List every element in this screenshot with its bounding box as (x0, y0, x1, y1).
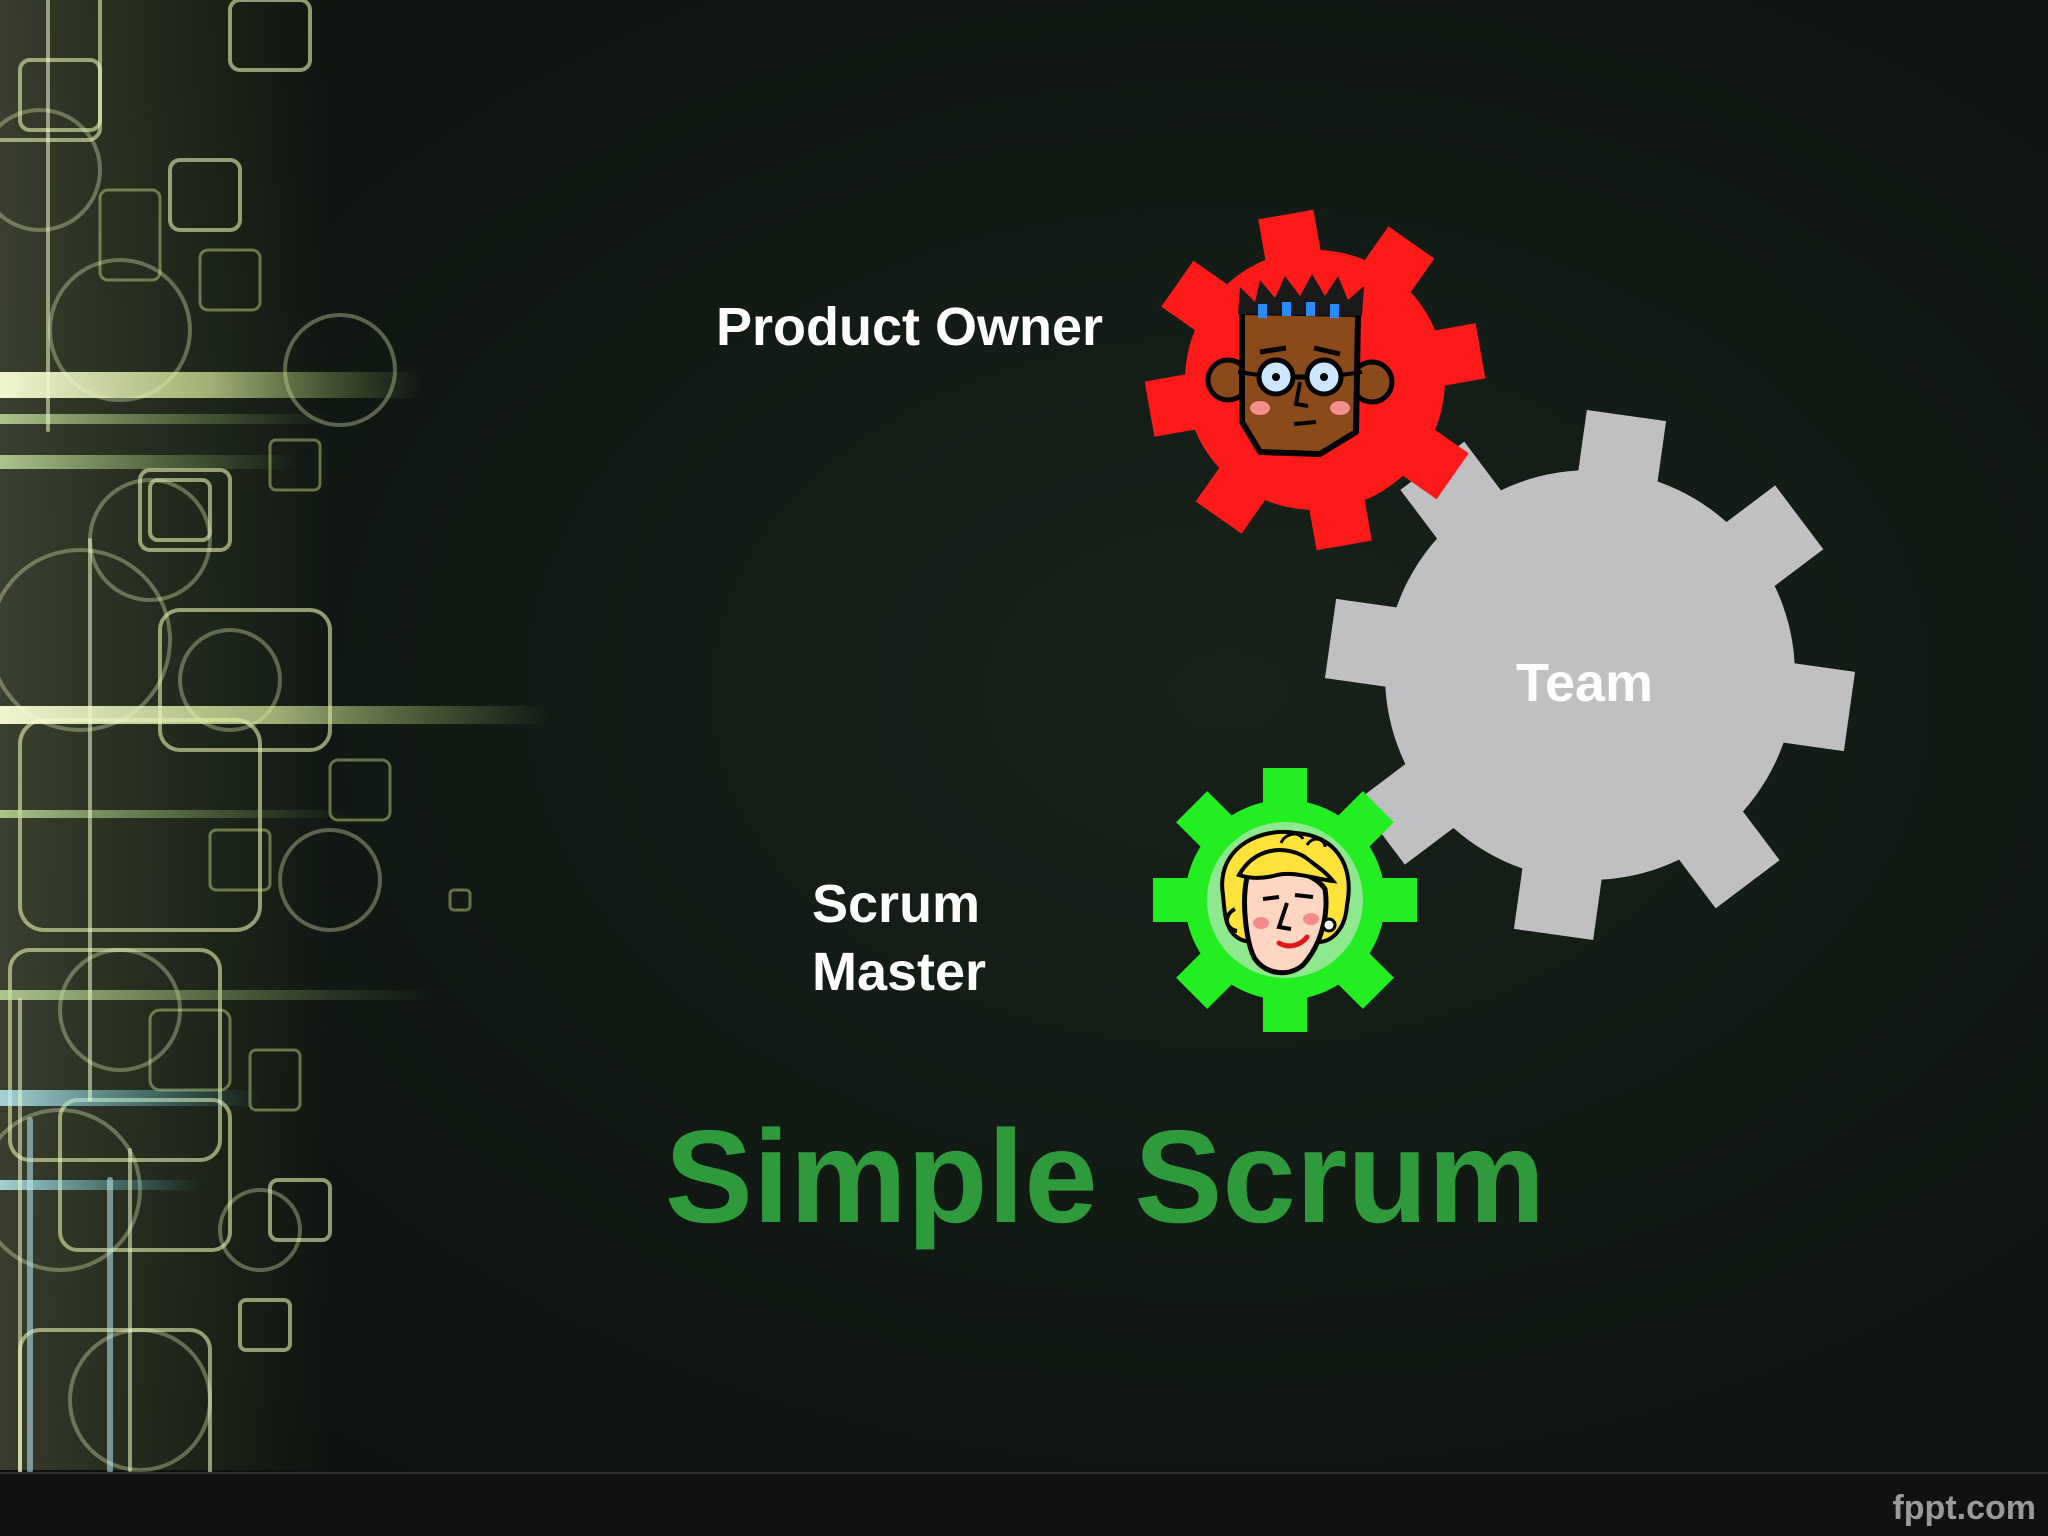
scrum-master-label: Scrum Master (812, 874, 987, 1002)
slide-title: Simple Scrum (664, 1103, 1546, 1250)
team-label: Team (1516, 653, 1654, 713)
watermark: fppt.com (1892, 1489, 2036, 1527)
team-gear (1324, 409, 1856, 941)
scrum-master-face-icon (1220, 830, 1351, 976)
footer-bar (0, 1472, 2048, 1536)
product-owner-face-icon (1205, 274, 1395, 457)
product-owner-label: Product Owner (716, 297, 1104, 357)
